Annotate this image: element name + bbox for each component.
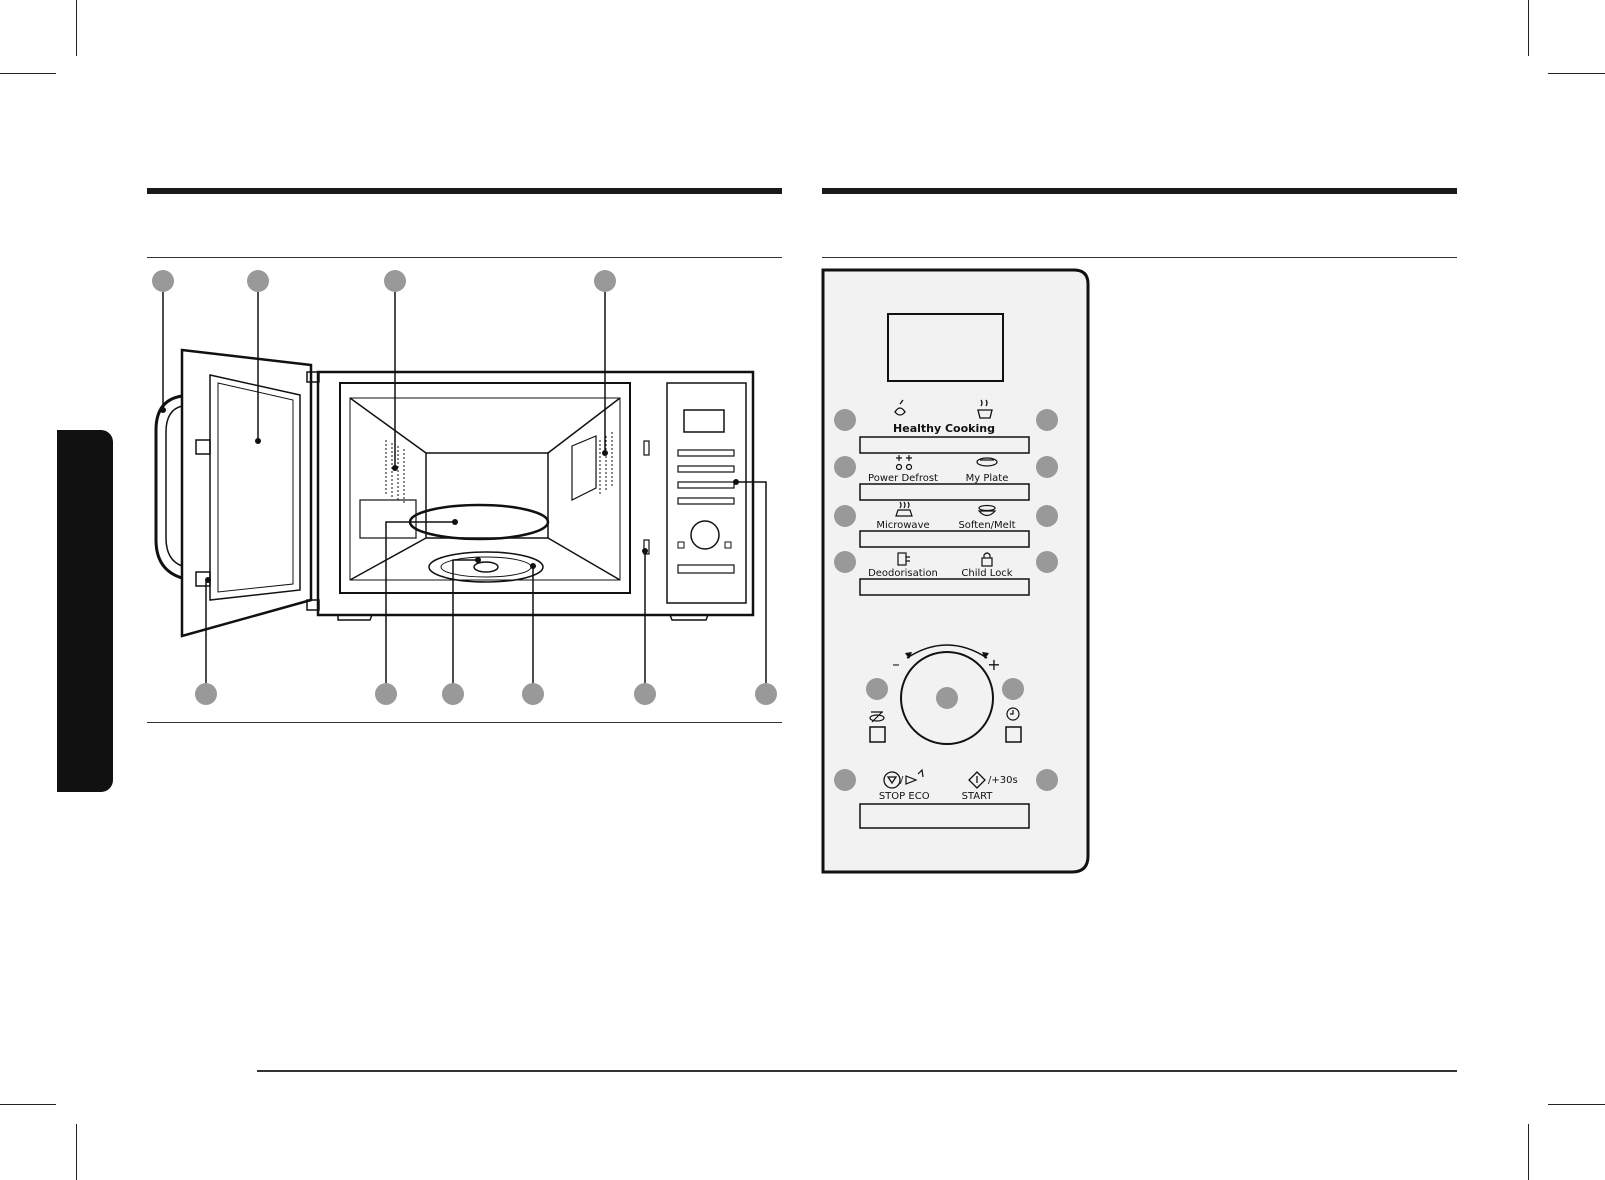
plus30s-label: /+30s (988, 775, 1018, 786)
crop-mark (76, 0, 77, 56)
right-subheading-rule (822, 257, 1457, 258)
callout-circle (1002, 678, 1024, 700)
door-window (210, 375, 300, 600)
callout-circle (442, 683, 464, 705)
callout-circle (936, 687, 958, 709)
callout-circle (1036, 456, 1058, 478)
callout-circle (834, 769, 856, 791)
microwave-oven-diagram (140, 262, 790, 722)
callout-circle (247, 270, 269, 292)
crop-mark (1528, 1124, 1529, 1180)
control-panel-diagram: Healthy Cooking Power Defrost My Plate M… (815, 262, 1095, 882)
footer-rule (257, 1070, 1457, 1072)
left-subheading-rule (147, 257, 782, 258)
callout-circle (834, 456, 856, 478)
safety-interlock (644, 441, 649, 455)
my-plate-label: My Plate (966, 473, 1009, 484)
callout-circle (152, 270, 174, 292)
callout-circle (1036, 769, 1058, 791)
child-lock-label: Child Lock (961, 568, 1012, 579)
callout-circle (594, 270, 616, 292)
callout-circle (384, 270, 406, 292)
right-heading-rule (822, 188, 1457, 194)
callout-circle (1036, 551, 1058, 573)
callout-circle (834, 505, 856, 527)
cavity-back-wall (426, 453, 548, 538)
section-tab (57, 430, 113, 792)
microwave-label: Microwave (876, 520, 929, 531)
crop-mark (0, 1104, 56, 1105)
callout-circle (522, 683, 544, 705)
callout-circle (375, 683, 397, 705)
callout-circle (866, 678, 888, 700)
callout-circle (1036, 505, 1058, 527)
callout-circle (1036, 409, 1058, 431)
left-figure-bottom-rule (147, 722, 782, 723)
dial-plus-label: + (987, 655, 1000, 674)
door-handle (156, 396, 182, 578)
crop-mark (76, 1124, 77, 1180)
leader-lines (163, 292, 766, 683)
crop-mark (1548, 1104, 1605, 1105)
callout-circle (634, 683, 656, 705)
deodorisation-label: Deodorisation (868, 568, 938, 579)
crop-mark (1528, 0, 1529, 56)
healthy-cooking-label: Healthy Cooking (893, 422, 995, 435)
coupler (474, 562, 498, 572)
stop-label: STOP (879, 791, 905, 802)
door-window-inner (218, 383, 293, 592)
crop-mark (0, 73, 56, 74)
left-heading-rule (147, 188, 782, 194)
start-label: START (962, 791, 994, 802)
power-defrost-label: Power Defrost (868, 473, 938, 484)
dial-minus-label: – (892, 655, 900, 673)
eco-label: ECO (908, 791, 929, 802)
soften-melt-label: Soften/Melt (958, 520, 1015, 531)
crop-mark (1548, 73, 1605, 74)
cabinet (318, 372, 753, 615)
callout-circle (195, 683, 217, 705)
callout-circle (834, 409, 856, 431)
callout-circle (834, 551, 856, 573)
callout-circle (755, 683, 777, 705)
